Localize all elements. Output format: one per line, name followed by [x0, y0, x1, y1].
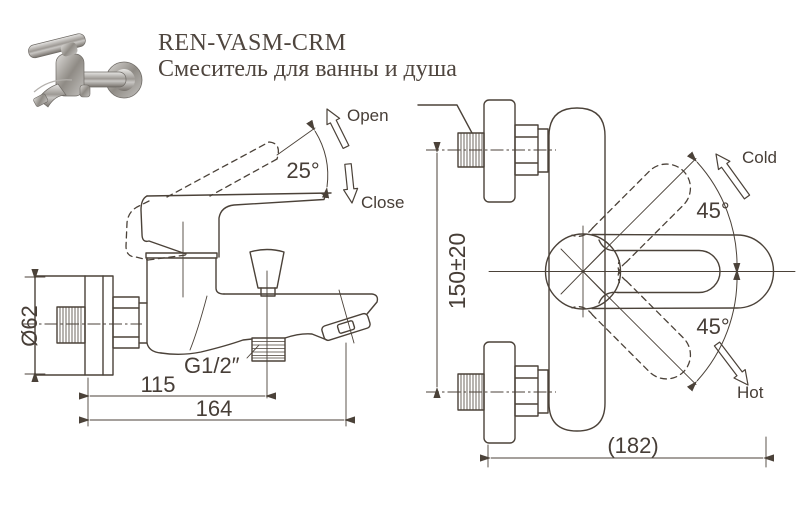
side-handle-open-ghost — [125, 141, 280, 261]
dim-164: 164 — [196, 396, 233, 421]
front-handle — [488, 225, 796, 318]
side-hose-connector — [251, 337, 286, 362]
escutcheon-diameter-dimension: Ø62 — [17, 269, 46, 382]
front-view: 45° 45° Cold Hot 150±20 (182) — [417, 99, 796, 468]
side-spout — [160, 289, 379, 362]
rotation-angle-down: 45° — [696, 314, 729, 339]
front-bottom-mount — [426, 341, 556, 444]
close-arrow-icon — [343, 163, 359, 204]
side-diverter-knob — [249, 248, 285, 399]
overall-width-dim: (182) — [607, 433, 658, 458]
dim-115: 115 — [140, 372, 175, 397]
side-handle-closed — [140, 192, 332, 258]
model-number: REN-VASM-CRM — [158, 30, 347, 56]
side-connector-nut — [112, 296, 148, 349]
cold-arrow-icon — [715, 153, 751, 200]
rotation-down-callout: 45° — [582, 262, 741, 392]
overall-width-dimension: (182) — [480, 433, 774, 468]
product-subtitle: Смеситель для ванны и душа — [158, 56, 457, 82]
product-photo — [28, 33, 143, 108]
escutcheon-diameter: Ø62 — [17, 305, 42, 347]
hose-thread-callout: G1/2″ — [184, 344, 260, 378]
hot-label: Hot — [737, 383, 764, 402]
rotation-angle-up: 45° — [696, 198, 729, 223]
open-arrow-icon — [326, 108, 350, 149]
handle-open-angle: 25° — [286, 158, 319, 183]
hot-arrow-icon — [713, 341, 749, 386]
side-spout-outlet — [321, 312, 371, 342]
rotation-up-callout: 45° — [582, 151, 741, 281]
cold-label: Cold — [742, 148, 777, 167]
side-body — [145, 221, 225, 354]
front-top-mount — [426, 99, 556, 203]
spout-reach-dimension: 164 — [79, 342, 355, 427]
spout-center-dimension: 115 — [79, 372, 276, 427]
side-view: 25° Open Close Ø62 115 164 — [17, 106, 404, 427]
faucet-photo-illustration — [28, 33, 143, 108]
open-label: Open — [347, 106, 389, 125]
mount-centers-dimension: 150±20 — [433, 142, 470, 398]
wall-leader-line — [417, 104, 473, 134]
front-body — [548, 107, 606, 432]
handle-angle-callout: 25° — [276, 119, 330, 199]
hose-thread-label: G1/2″ — [184, 353, 240, 378]
close-label: Close — [361, 193, 404, 212]
mount-centers-dim: 150±20 — [444, 233, 470, 310]
title-block: REN-VASM-CRM Смеситель для ванны и душа — [158, 30, 457, 83]
